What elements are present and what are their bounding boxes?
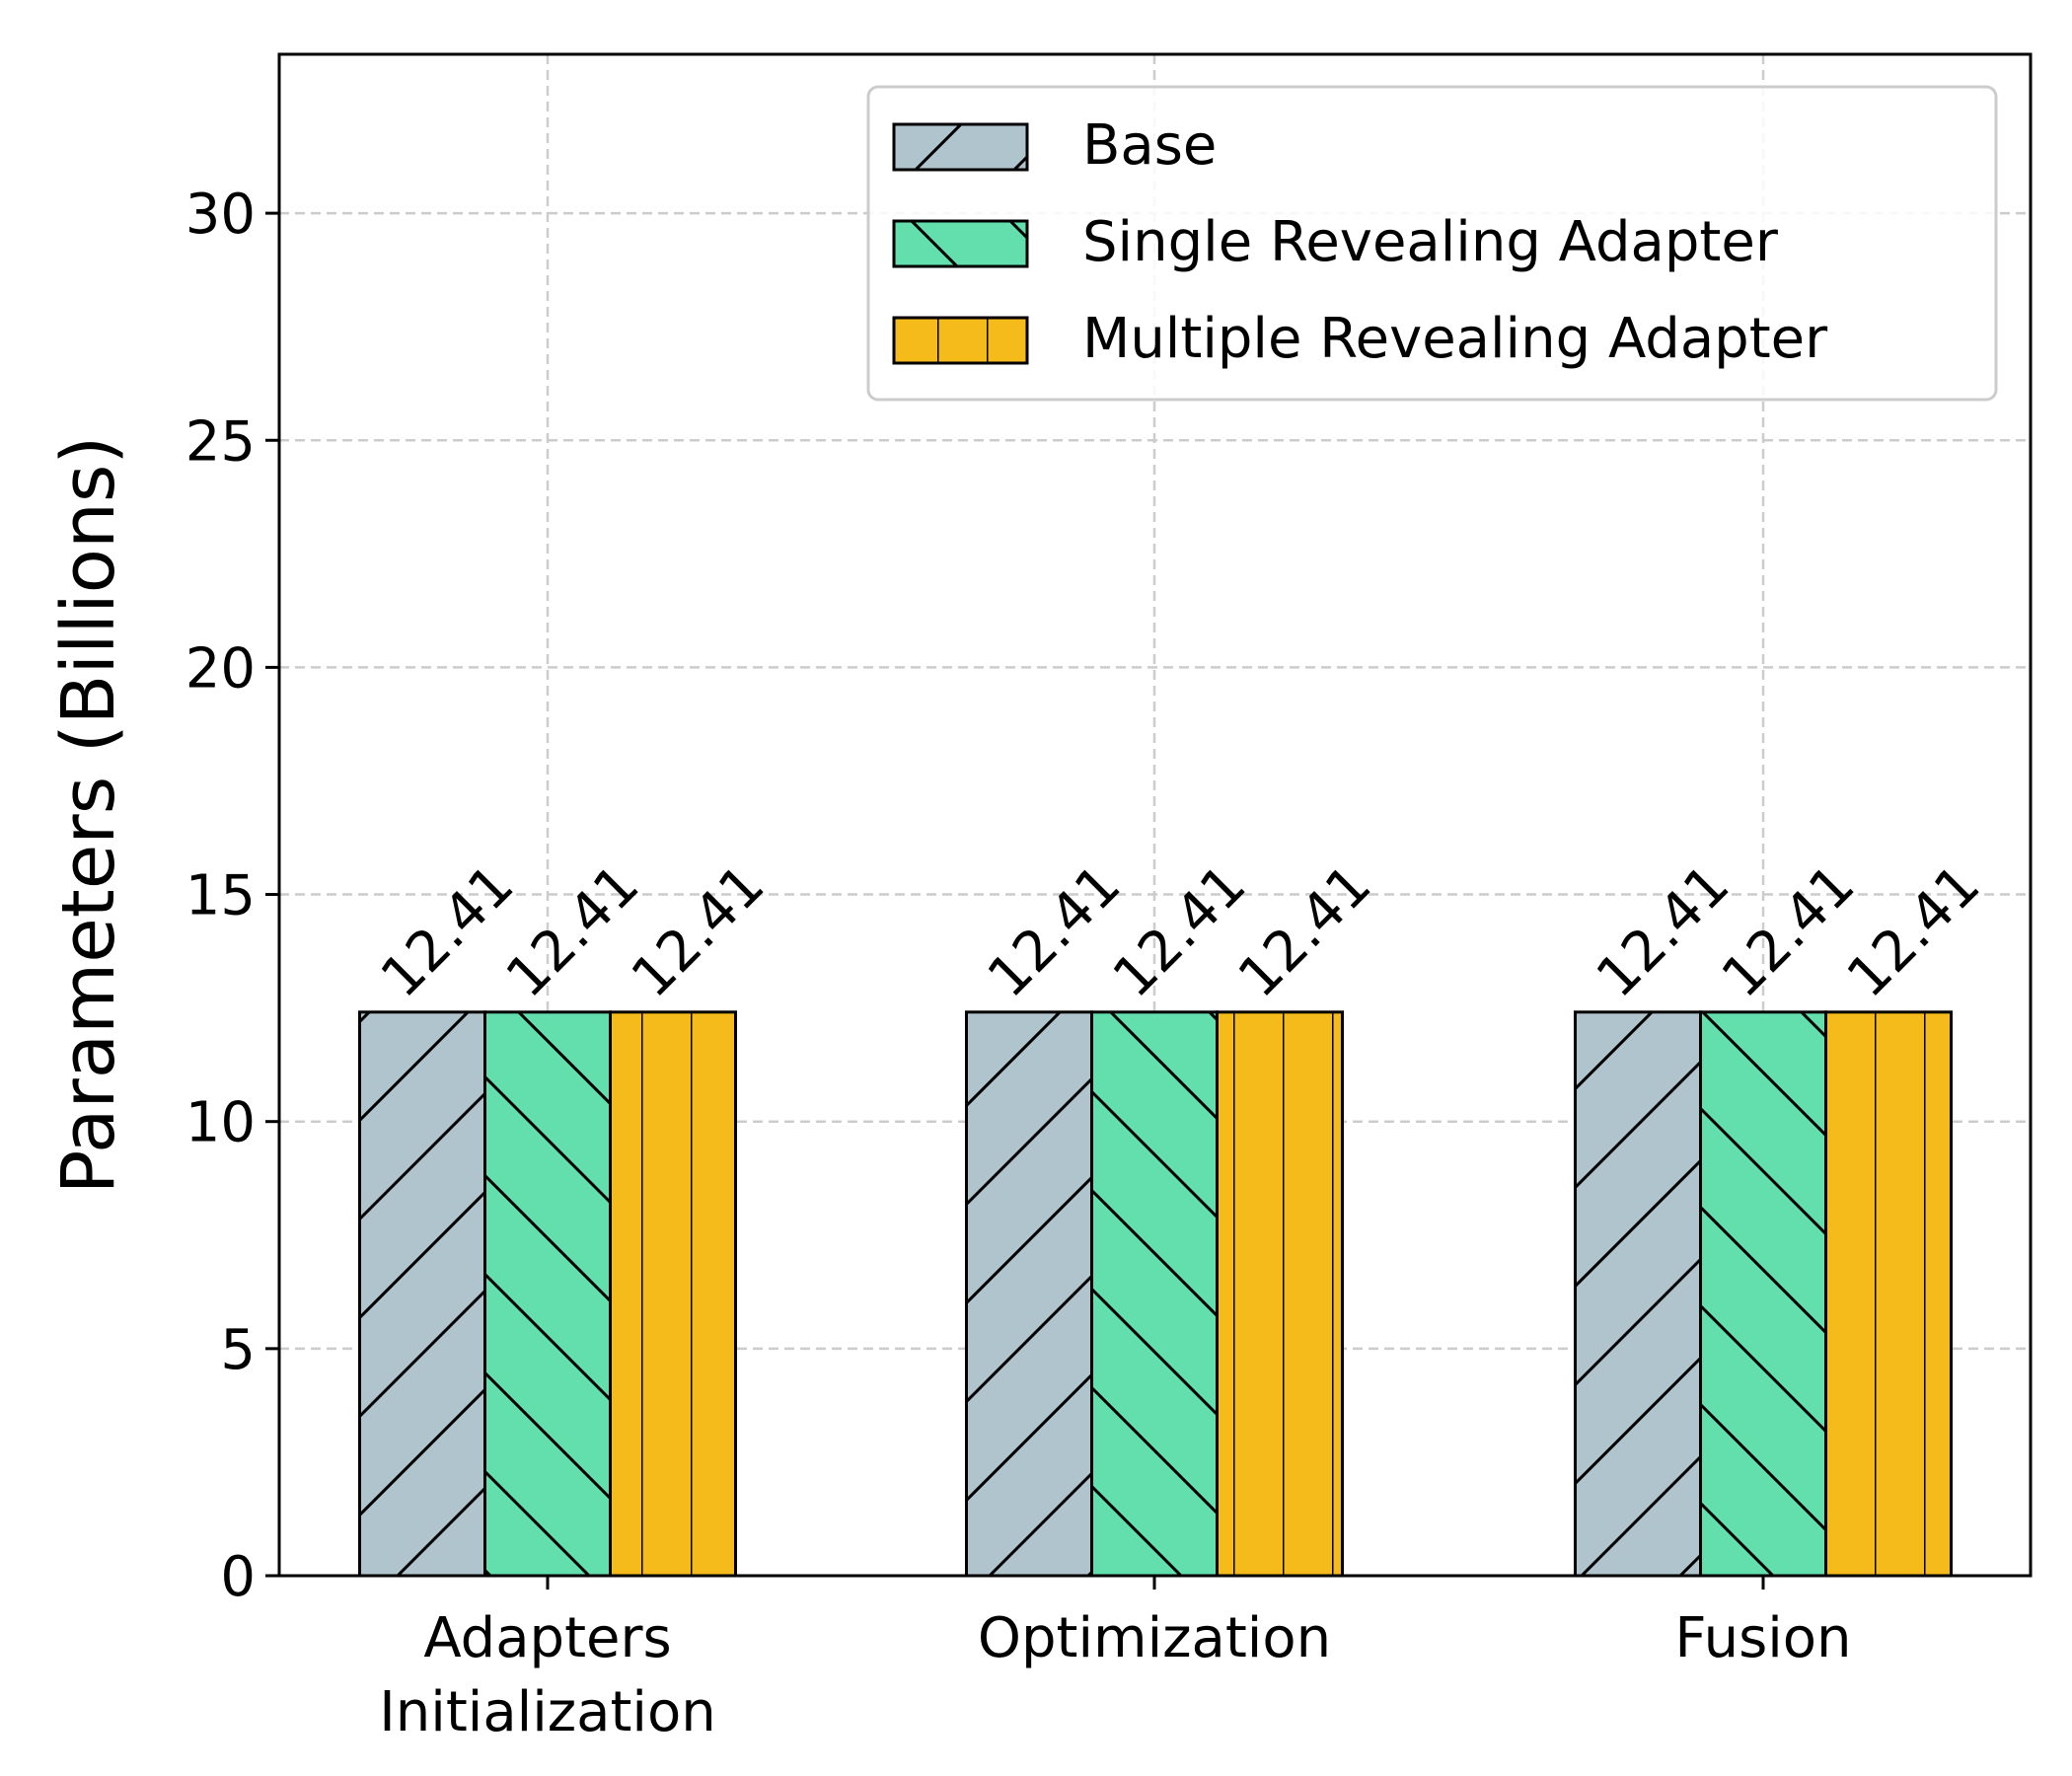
bar [1824,1010,1953,1578]
x-tick-label-line: Fusion [1674,1606,1851,1670]
bar-value-label: 12.41 [1585,852,1741,1009]
bar-value-label: 12.41 [1835,852,1992,1009]
x-tick-label: Fusion [1674,1606,1851,1670]
legend-swatch [892,316,1029,365]
bar-value-label: 12.41 [1101,852,1258,1009]
bar-value-label: 12.41 [620,852,777,1009]
bar [965,1010,1093,1578]
bar [609,1010,737,1578]
legend-item[interactable]: Multiple Revealing Adapter [892,307,1828,371]
y-tick-label: 5 [220,1318,256,1382]
x-tick-label-line: Optimization [978,1606,1331,1670]
bar [1574,1010,1702,1578]
bars [358,1010,1953,1578]
y-tick-label: 0 [220,1545,256,1609]
y-tick-label: 10 [185,1091,256,1155]
x-tick-label: Optimization [978,1606,1331,1670]
bar-value-label: 12.41 [1226,852,1383,1009]
bar-value-label: 12.41 [369,852,526,1009]
y-tick-label: 15 [185,864,256,928]
x-tick-label-line: Initialization [379,1680,716,1744]
legend-swatch [892,122,1029,172]
bar [358,1010,486,1578]
x-tick-label-line: Adapters [423,1606,671,1670]
bar-value-label: 12.41 [494,852,651,1009]
y-tick-label: 30 [185,183,256,247]
legend-swatch [892,219,1029,268]
bar-value-label: 12.41 [976,852,1133,1009]
y-axis-label: Parameters (Billions) [46,436,131,1195]
bar [483,1010,612,1578]
legend-item[interactable]: Single Revealing Adapter [892,210,1779,274]
legend-label: Base [1082,113,1217,178]
legend-label: Multiple Revealing Adapter [1082,307,1828,371]
legend-item[interactable]: Base [892,113,1217,178]
bar-value-label: 12.41 [1710,852,1867,1009]
bar [1090,1010,1219,1578]
bar [1216,1010,1344,1578]
bar [1699,1010,1827,1578]
legend-box [866,85,1998,402]
y-tick-label: 20 [185,636,256,701]
y-tick-label: 25 [185,409,256,474]
legend-label: Single Revealing Adapter [1082,210,1779,274]
